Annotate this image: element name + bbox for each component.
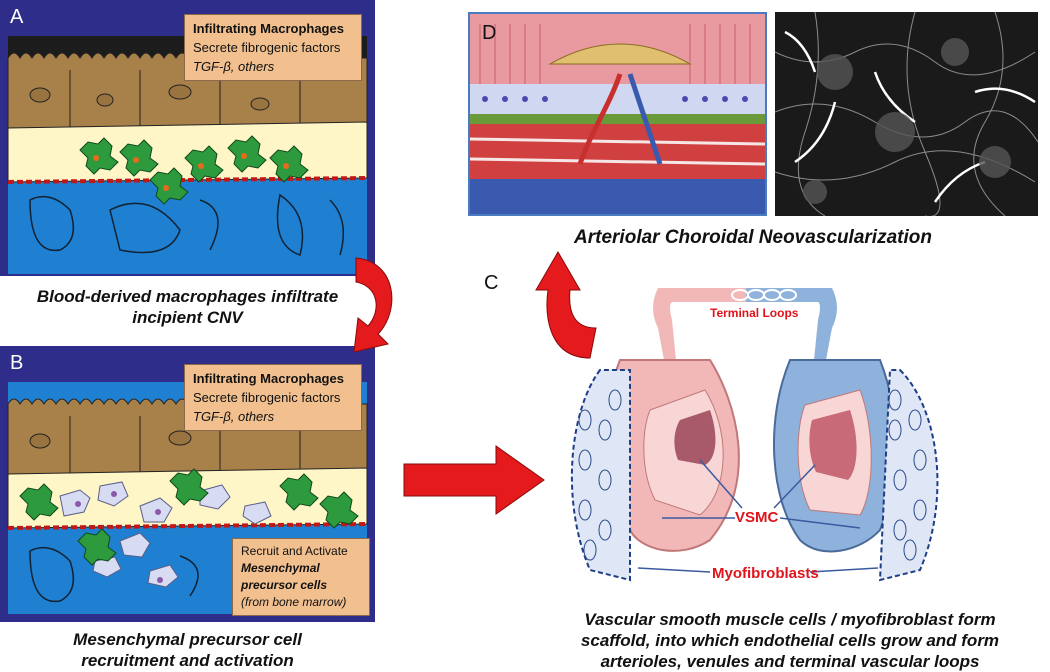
panel-b-info-box: Infiltrating Macrophages Secrete fibroge… [184,364,362,431]
panel-c-caption: Vascular smooth muscle cells / myofibrob… [530,609,1050,672]
panel-a-info-box: Infiltrating Macrophages Secrete fibroge… [184,14,362,81]
vsmc-label: VSMC [735,509,779,526]
panel-b-recruit-line1: Recruit and Activate [241,544,348,558]
panel-b-caption-line1: Mesenchymal precursor cell [73,630,302,649]
panel-a-caption-line1: Blood-derived macrophages infiltrate [36,287,339,306]
panel-b-recruit-line3: precursor cells [241,578,328,592]
curved-arrow-c-to-d [535,251,597,359]
panel-d-caption: Arteriolar Choroidal Neovascularization [574,227,932,248]
panel-b-recruit-line2: Mesenchymal [241,561,320,575]
panel-b-caption: Mesenchymal precursor cell recruitment a… [0,629,375,671]
panel-c-caption-line3: arterioles, venules and terminal vascula… [600,652,980,671]
panel-b: B Infiltrating Macrophages Secrete fibro… [0,346,375,622]
panel-a-letter: A [10,6,24,28]
arrow-b-to-c [403,445,545,515]
panel-b-letter: B [10,352,24,374]
panel-b-box-title: Infiltrating Macrophages [193,371,344,386]
panel-b-recruit-box: Recruit and Activate Mesenchymal precurs… [232,538,370,616]
panel-a-caption: Blood-derived macrophages infiltrate inc… [0,286,375,328]
panel-c-vessel-drawing [570,288,939,582]
panel-a-caption-line2: incipient CNV [132,308,243,327]
panel-a-box-title: Infiltrating Macrophages [193,21,344,36]
panel-d-illustration: D [468,12,767,216]
myofibroblasts-label: Myofibroblasts [712,565,819,582]
panel-a: A Infiltrating Macrophages Secrete fibro… [0,0,375,276]
panel-c-caption-line2: scaffold, into which endothelial cells g… [580,631,1000,650]
panel-c-caption-line1: Vascular smooth muscle cells / myofibrob… [584,610,996,629]
curved-arrow-a-to-b [353,257,393,353]
panel-b-recruit-line4: (from bone marrow) [241,595,347,609]
panel-a-box-line3: TGF-β, others [193,59,275,74]
panel-d-letter: D [482,22,497,44]
panel-a-box-line2: Secrete fibrogenic factors [193,40,341,55]
panel-d-angiogram [775,12,1038,216]
panel-b-caption-line2: recruitment and activation [81,651,294,670]
panel-d-retina-drawing [470,14,765,214]
angiogram-image [775,12,1038,216]
panel-c-letter: C [484,272,499,294]
panel-b-box-line2: Secrete fibrogenic factors [193,390,341,405]
panel-b-box-line3: TGF-β, others [193,409,275,424]
panel-c-diagram: Terminal Loops VSMC Myofibroblasts [560,280,1000,592]
terminal-loops-label: Terminal Loops [710,306,799,320]
